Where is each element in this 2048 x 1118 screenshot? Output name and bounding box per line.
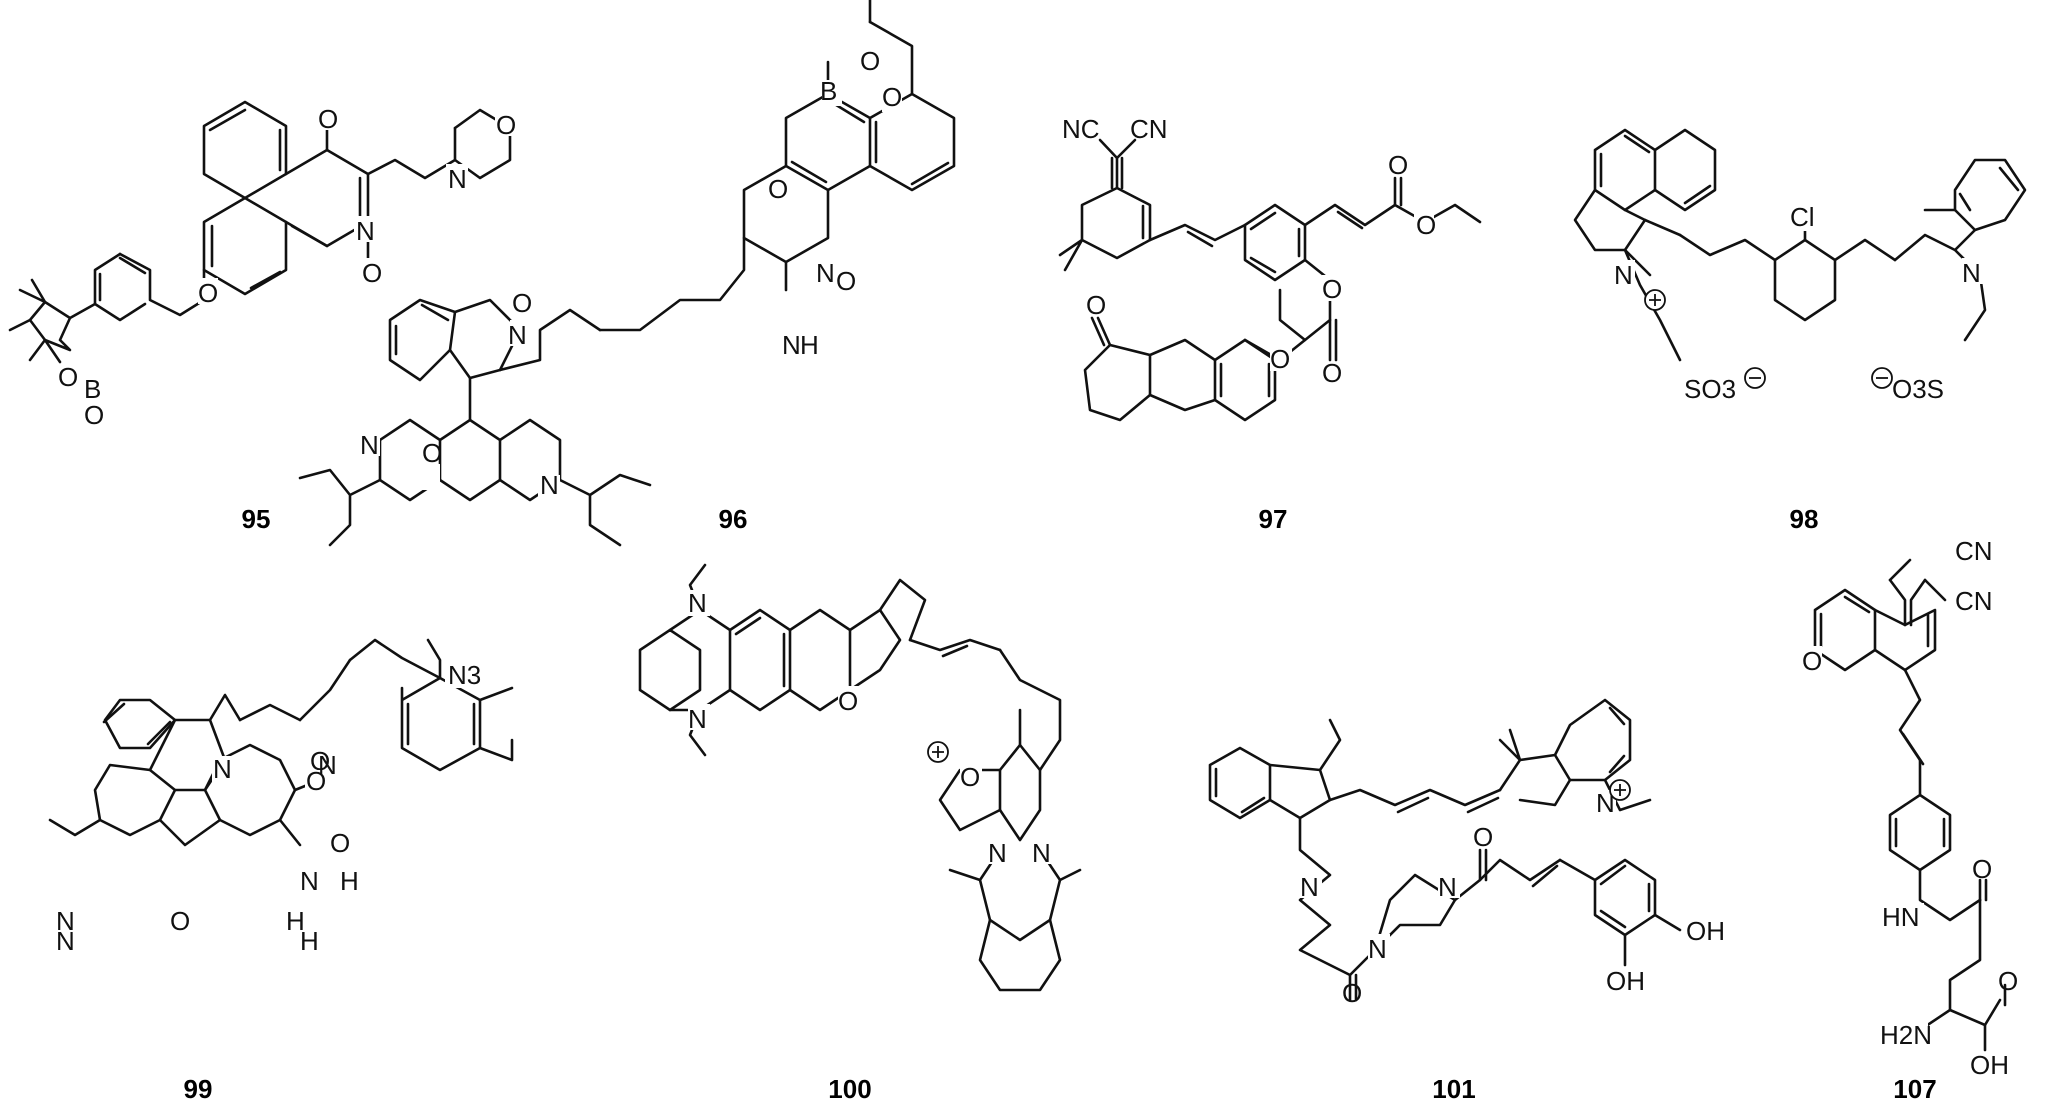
structure-101: N N O N N O OH OH 101 [1208, 698, 1725, 1104]
atom-label: H [286, 906, 305, 936]
atom-label: N [988, 838, 1007, 868]
atom-label: O [836, 266, 856, 296]
atom-label: O [330, 828, 350, 858]
atom-label: O [1473, 822, 1493, 852]
structure-99: N3 O N O O N N H H N O H N 99 [48, 638, 514, 1104]
atom-label: N [688, 704, 707, 734]
atom-label: O [496, 110, 516, 140]
structure-100: N N O O N N 100 [638, 563, 1082, 1104]
atom-label: H [300, 926, 319, 956]
atom-label: O [1322, 358, 1342, 388]
atom-label: O [768, 174, 788, 204]
atom-label: H [340, 866, 359, 896]
atom-label: N [318, 750, 337, 780]
atom-label: O [1322, 274, 1342, 304]
atom-label: OH [1606, 966, 1645, 996]
atom-label: N [1032, 838, 1051, 868]
compound-label-98: 98 [1790, 504, 1819, 534]
atom-label: N [1962, 258, 1981, 288]
atom-label: OH [1970, 1050, 2009, 1080]
atom-label: O [960, 762, 980, 792]
atom-label: O [1416, 210, 1436, 240]
atom-label: N [300, 866, 319, 896]
atom-label: N [1300, 872, 1319, 902]
compound-label-99: 99 [184, 1074, 213, 1104]
atom-label: O [310, 746, 330, 776]
atom-label: N [213, 754, 232, 784]
atom-label: OH [1686, 916, 1725, 946]
atom-label: N [1614, 260, 1633, 290]
atom-label: O [838, 686, 858, 716]
compound-label-95: 95 [242, 504, 271, 534]
structure-98: Cl N N SO3 O3S 98 [1573, 128, 2027, 534]
atom-label: O [1972, 854, 1992, 884]
structure-107: CN CN O HN O H2N O OH 107 [1800, 536, 2018, 1104]
compound-label-101: 101 [1432, 1074, 1475, 1104]
atom-label: O3S [1892, 374, 1944, 404]
atom-label: SO3 [1684, 374, 1736, 404]
atom-label: O [306, 766, 326, 796]
atom-label: N [356, 216, 375, 246]
atom-label: CN [1955, 586, 1993, 616]
atom-label: O [882, 82, 902, 112]
atom-label: HN [1882, 902, 1920, 932]
compound-label-107: 107 [1893, 1074, 1936, 1104]
atom-label: O [198, 278, 218, 308]
atom-label: N [56, 926, 75, 956]
atom-label: O [362, 258, 382, 288]
atom-label: N [448, 164, 467, 194]
atom-label: O [1342, 978, 1362, 1008]
atom-label: H2N [1880, 1020, 1932, 1050]
atom-label: NC [1062, 114, 1100, 144]
atom-label: CN [1130, 114, 1168, 144]
compound-label-100: 100 [828, 1074, 871, 1104]
atom-label: N3 [448, 660, 481, 690]
atom-label: N [816, 258, 835, 288]
atom-label: B [84, 374, 101, 404]
atom-label: N [1438, 872, 1457, 902]
structure-96: O B O O N O O N N H N O N 96 [298, 0, 956, 547]
atom-label: O [1802, 646, 1822, 676]
atom-label: N [508, 320, 527, 350]
atom-label: O [860, 46, 880, 76]
atom-label: N [782, 330, 801, 360]
atom-label: O [1998, 966, 2018, 996]
atom-label: O [512, 288, 532, 318]
atom-label: N [56, 906, 75, 936]
atom-label: H [800, 330, 819, 360]
atom-label: O [1086, 290, 1106, 320]
atom-label: CN [1955, 536, 1993, 566]
atom-label: O [84, 400, 104, 430]
atom-label: B [820, 76, 837, 106]
atom-label: Cl [1790, 202, 1815, 232]
atom-label: O [318, 104, 338, 134]
compound-label-96: 96 [719, 504, 748, 534]
structure-95: O N O N O O B O O 95 [8, 100, 516, 534]
atom-label: N [360, 430, 379, 460]
structure-97: NC CN O O O O O O 97 [1058, 114, 1482, 534]
atom-label: N [1596, 788, 1615, 818]
atom-label: N [688, 588, 707, 618]
atom-label: N [1368, 934, 1387, 964]
atom-label: O [170, 906, 190, 936]
atom-label: N [540, 470, 559, 500]
atom-label: O [1270, 344, 1290, 374]
atom-label: O [1388, 150, 1408, 180]
compound-label-97: 97 [1259, 504, 1288, 534]
atom-label: O [58, 362, 78, 392]
atom-label: O [422, 438, 442, 468]
